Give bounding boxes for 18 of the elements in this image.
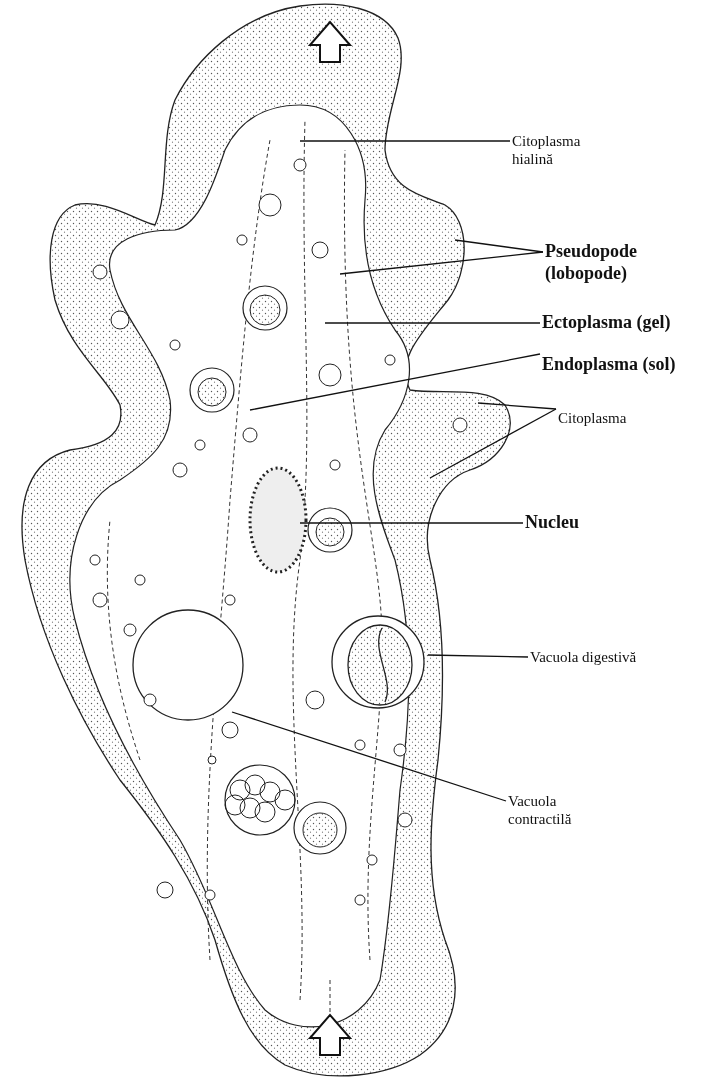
part-label: Citoplasma hialină bbox=[512, 132, 612, 168]
leader-line bbox=[429, 408, 557, 479]
part-label: Citoplasma bbox=[558, 409, 627, 427]
leader-line bbox=[231, 711, 507, 802]
part-label: Nucleu bbox=[525, 512, 579, 534]
leader-line bbox=[477, 402, 557, 410]
part-label: Pseudopode (lobopode) bbox=[545, 241, 657, 285]
leader-line bbox=[324, 322, 541, 324]
part-label: Ectoplasma (gel) bbox=[542, 312, 671, 334]
leader-line bbox=[299, 140, 511, 142]
leader-line bbox=[299, 522, 524, 524]
leader-line bbox=[427, 654, 529, 658]
leader-line bbox=[339, 251, 544, 275]
part-label: Endoplasma (sol) bbox=[542, 354, 676, 376]
part-label: Vacuola digestivă bbox=[530, 648, 637, 666]
part-label: Vacuola contractilă bbox=[508, 792, 608, 828]
leader-line bbox=[454, 239, 544, 253]
leader-line bbox=[249, 353, 541, 411]
